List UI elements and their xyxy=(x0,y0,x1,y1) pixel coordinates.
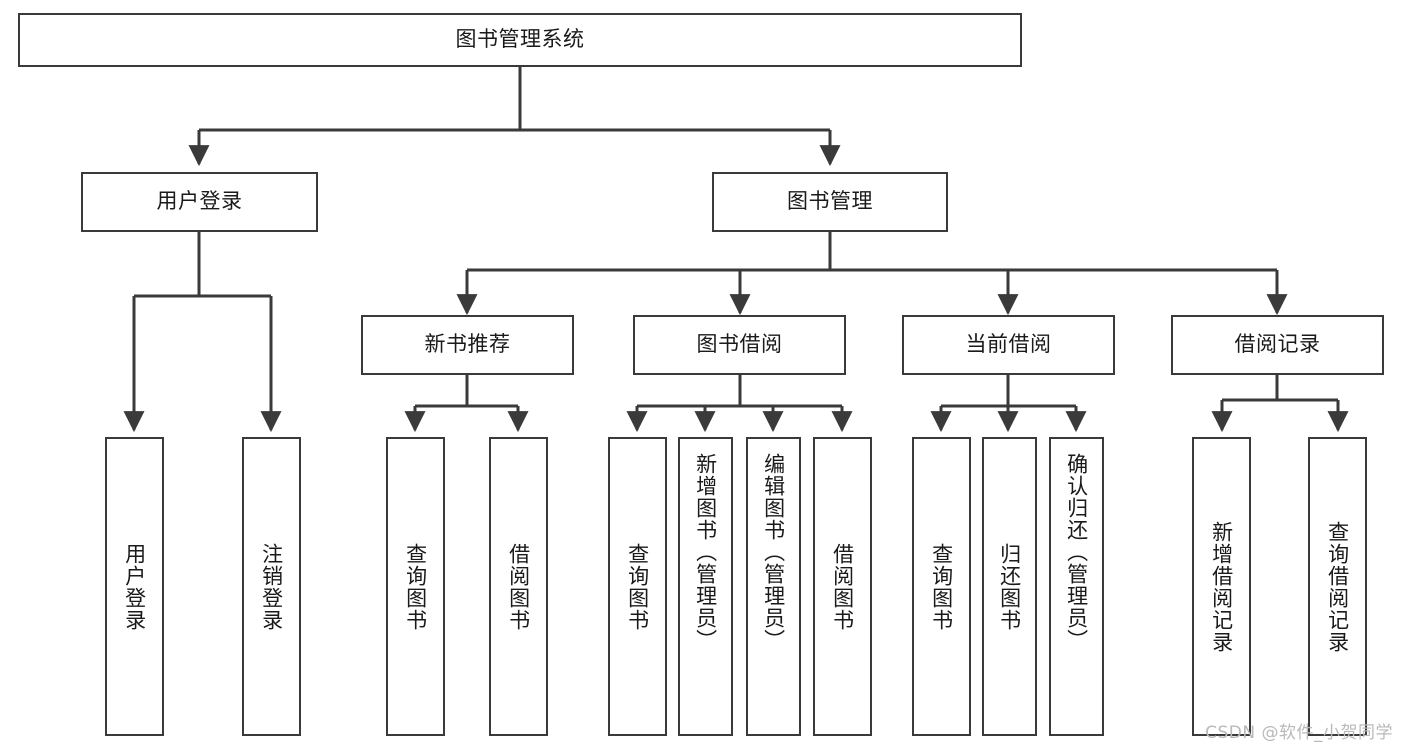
node-leaf-add-book[interactable]: 新增图书（管理员） xyxy=(678,437,733,736)
node-leaf-edit-book-label: 编辑图书（管理员） xyxy=(761,453,786,651)
node-book-borrow[interactable]: 图书借阅 xyxy=(633,315,846,375)
node-book-manage[interactable]: 图书管理 xyxy=(712,172,948,232)
node-new-book-rec[interactable]: 新书推荐 xyxy=(361,315,574,375)
node-leaf-query-record-label: 查询借阅记录 xyxy=(1325,520,1350,653)
node-leaf-confirm-return[interactable]: 确认归还（管理员） xyxy=(1049,437,1104,736)
node-leaf-query-book-1[interactable]: 查询图书 xyxy=(386,437,445,736)
node-leaf-confirm-return-label: 确认归还（管理员） xyxy=(1064,453,1089,651)
node-leaf-add-record-label: 新增借阅记录 xyxy=(1209,520,1234,653)
node-leaf-query-book-2[interactable]: 查询图书 xyxy=(608,437,667,736)
node-leaf-query-book-1-label: 查询图书 xyxy=(403,542,428,631)
node-leaf-query-record[interactable]: 查询借阅记录 xyxy=(1308,437,1367,736)
node-leaf-query-book-3[interactable]: 查询图书 xyxy=(912,437,971,736)
node-leaf-borrow-book-1[interactable]: 借阅图书 xyxy=(489,437,548,736)
node-user-login[interactable]: 用户登录 xyxy=(81,172,318,232)
watermark-text: CSDN @软件_小贺同学 xyxy=(1205,723,1393,743)
node-leaf-query-book-2-label: 查询图书 xyxy=(625,542,650,631)
node-book-manage-label: 图书管理 xyxy=(787,189,873,214)
node-borrow-record[interactable]: 借阅记录 xyxy=(1171,315,1384,375)
node-leaf-return-book[interactable]: 归还图书 xyxy=(982,437,1037,736)
node-root[interactable]: 图书管理系统 xyxy=(18,13,1022,67)
node-current-borrow-label: 当前借阅 xyxy=(965,332,1052,357)
node-leaf-borrow-book-1-label: 借阅图书 xyxy=(506,542,531,631)
node-leaf-user-login-label: 用户登录 xyxy=(122,542,147,631)
node-new-book-rec-label: 新书推荐 xyxy=(424,332,511,357)
node-leaf-add-record[interactable]: 新增借阅记录 xyxy=(1192,437,1251,736)
node-borrow-record-label: 借阅记录 xyxy=(1234,332,1321,357)
node-leaf-edit-book[interactable]: 编辑图书（管理员） xyxy=(746,437,801,736)
node-current-borrow[interactable]: 当前借阅 xyxy=(902,315,1115,375)
node-leaf-borrow-book-2-label: 借阅图书 xyxy=(830,542,855,631)
node-book-borrow-label: 图书借阅 xyxy=(696,332,783,357)
node-leaf-return-book-label: 归还图书 xyxy=(997,542,1022,631)
node-root-label: 图书管理系统 xyxy=(455,27,585,52)
node-leaf-logout[interactable]: 注销登录 xyxy=(242,437,301,736)
node-leaf-logout-label: 注销登录 xyxy=(259,542,284,631)
node-leaf-add-book-label: 新增图书（管理员） xyxy=(693,453,718,651)
node-leaf-user-login[interactable]: 用户登录 xyxy=(105,437,164,736)
node-user-login-label: 用户登录 xyxy=(156,189,243,214)
node-leaf-borrow-book-2[interactable]: 借阅图书 xyxy=(813,437,872,736)
node-leaf-query-book-3-label: 查询图书 xyxy=(929,542,954,631)
